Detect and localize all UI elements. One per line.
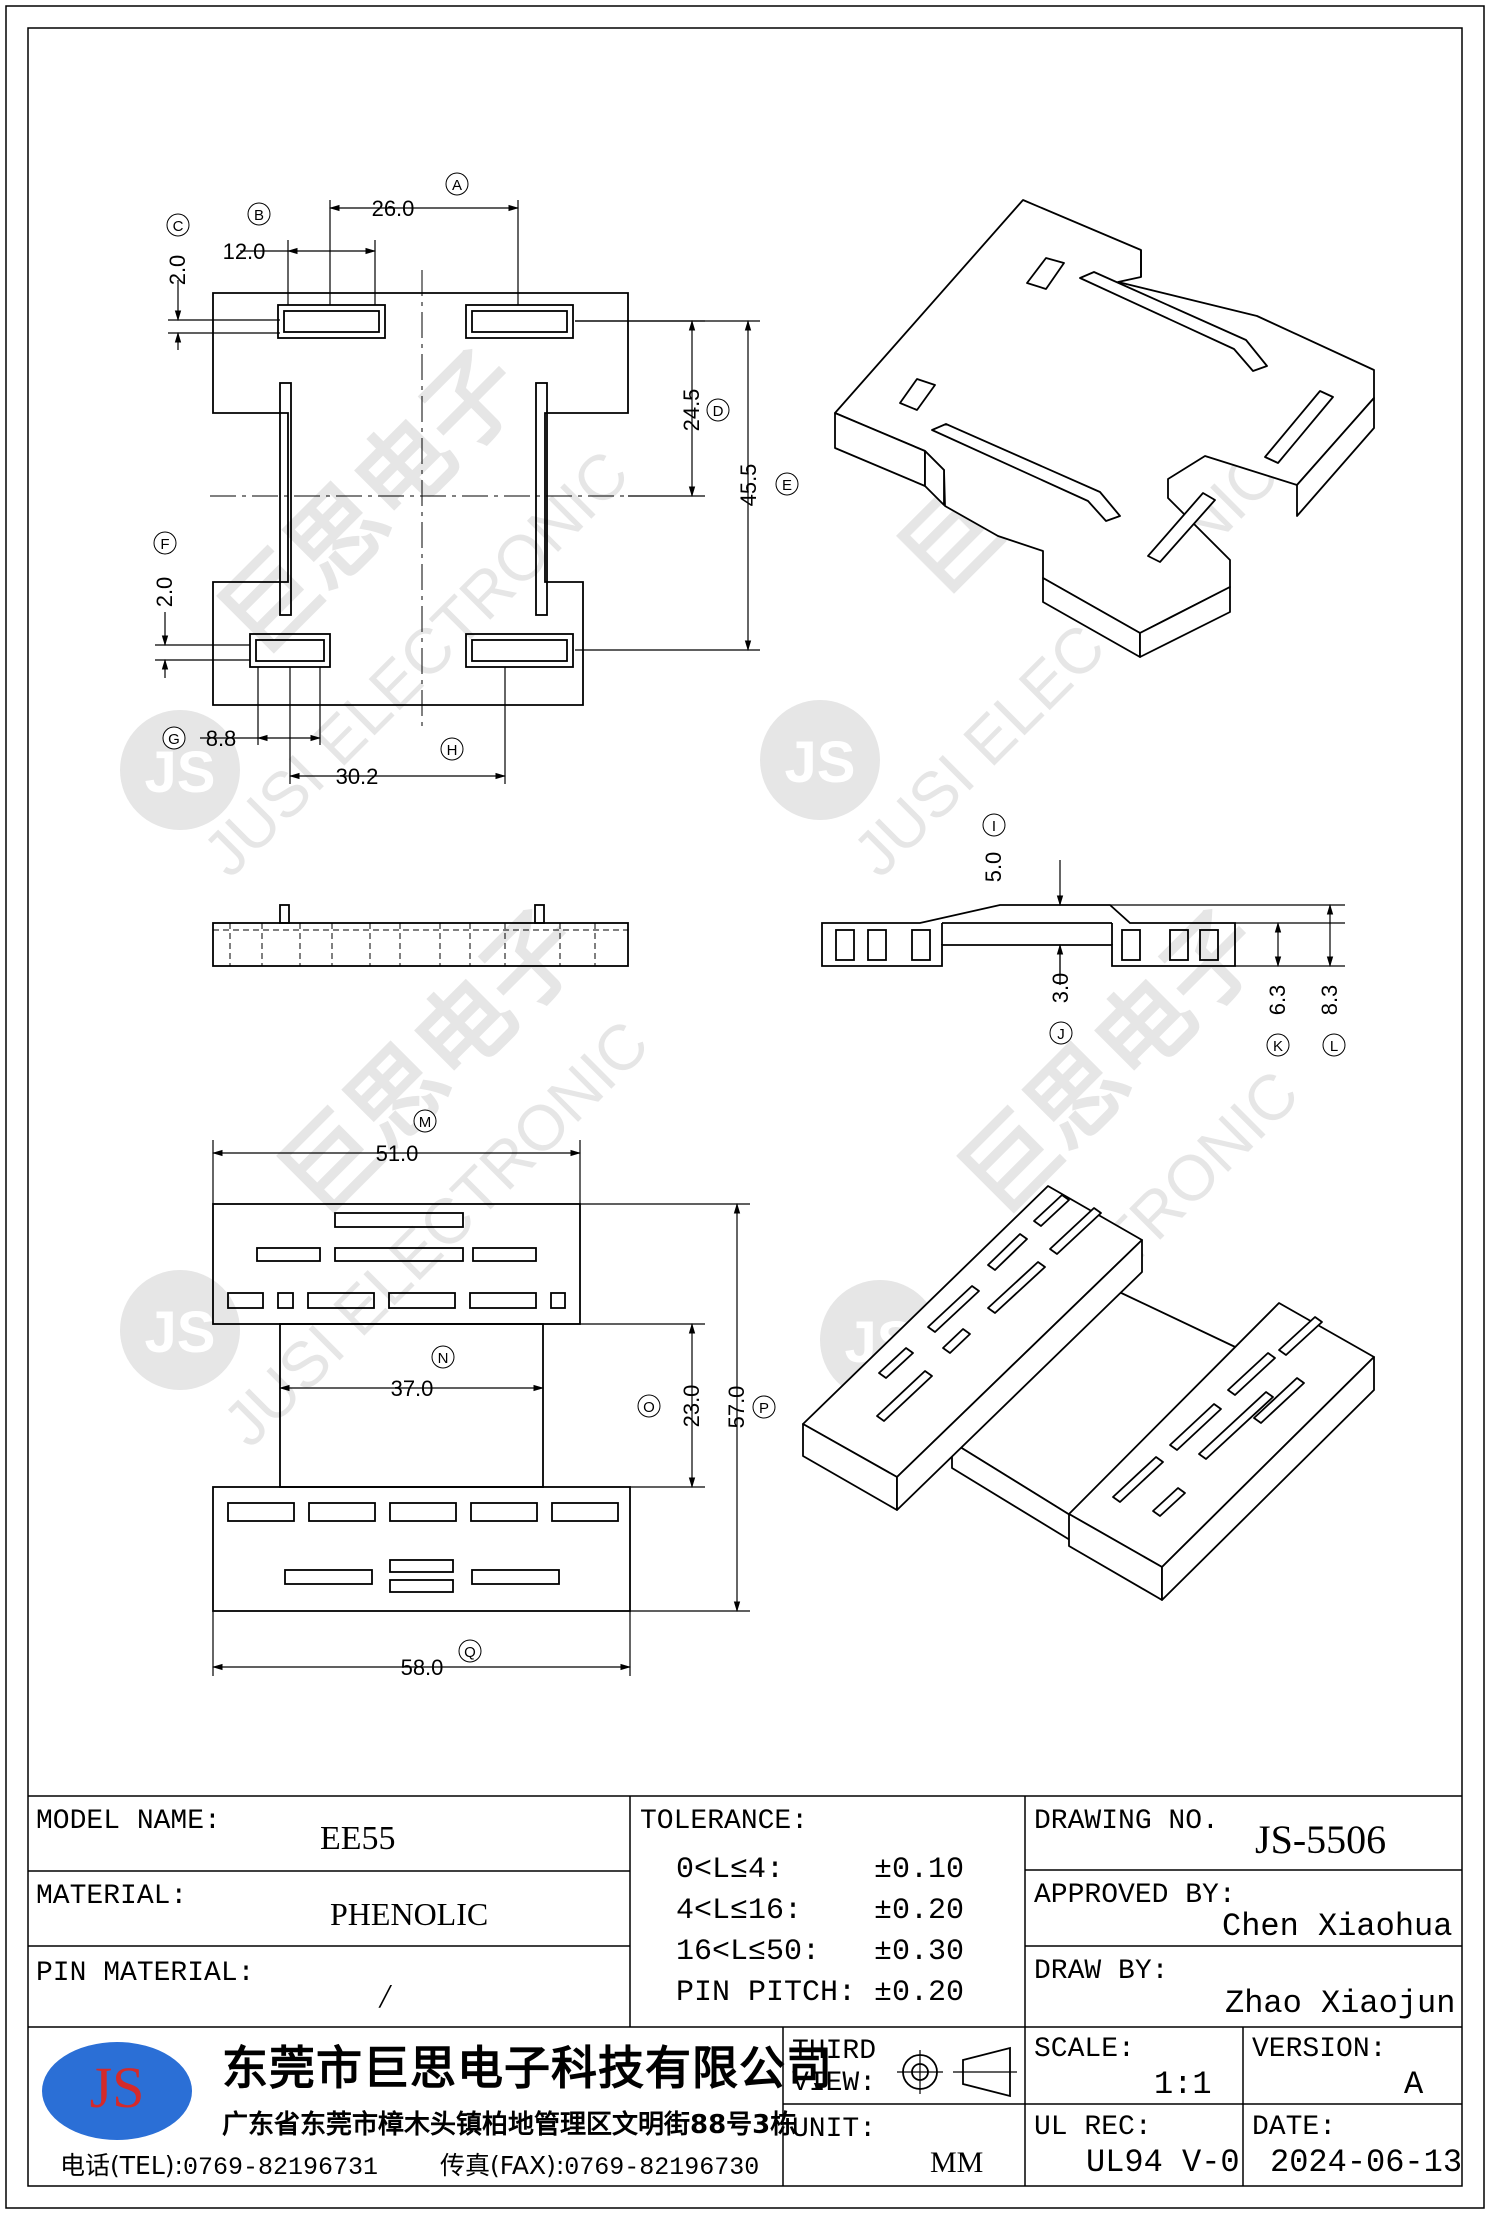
bottom-view-flange-bottom	[212, 1486, 631, 1612]
watermark-logo-circle	[120, 1270, 240, 1390]
watermark-logo-text: JS	[145, 740, 216, 805]
side-view-dimensions	[1056, 860, 1345, 985]
side-view-left	[212, 904, 629, 967]
side-view-outline	[212, 922, 629, 967]
dim-value-e: 45.5	[736, 464, 761, 507]
watermark-logo-text: JS	[145, 1300, 216, 1365]
watermark-company-text: 巨思电子	[260, 891, 604, 1235]
dim-label-p: P	[759, 1400, 769, 1417]
bottom-view	[212, 1203, 631, 1612]
dim-value-h: 30.2	[336, 764, 379, 789]
dim-value-a: 26.0	[372, 196, 415, 221]
dim-label-f: F	[160, 536, 169, 553]
dim-value-i: 5.0	[981, 852, 1006, 883]
dim-label-n: N	[438, 1350, 449, 1367]
inner-border	[27, 27, 1463, 2187]
watermark-logo-text: JS	[785, 730, 856, 795]
side-pin	[279, 904, 290, 924]
outer-border	[5, 5, 1485, 2209]
dim-label-k: K	[1273, 1038, 1283, 1055]
watermark-logo-circle	[760, 700, 880, 820]
dim-value-f: 2.0	[152, 577, 177, 608]
pin-slot	[277, 304, 386, 339]
isometric-view-1	[834, 199, 1375, 658]
iso-rail	[931, 423, 1121, 522]
dim-value-q: 58.0	[401, 1655, 444, 1680]
dim-label-c: C	[173, 218, 184, 235]
iso-slot	[1026, 257, 1065, 290]
iso-rail	[1079, 271, 1268, 372]
iso-top-face	[834, 199, 1375, 634]
pin-slot	[283, 310, 380, 333]
iso-slot	[899, 378, 936, 411]
dim-value-p: 57.0	[724, 1386, 749, 1429]
side-view-dim-labels: 5.0 I 3.0 J 6.3 K 8.3 L	[981, 813, 1346, 1057]
pin-slot	[465, 304, 574, 339]
iso-front-face	[924, 450, 945, 506]
top-view-dim-labels: 26.0 A 12.0 B 2.0 C 24.5 D 45.5 E 2.0 F …	[152, 172, 799, 789]
dim-value-m: 51.0	[376, 1141, 419, 1166]
iso-right-face	[1296, 397, 1375, 517]
pin-slot	[465, 633, 574, 668]
dim-label-g: G	[168, 731, 180, 748]
dim-label-a: A	[452, 177, 462, 194]
side-pin	[534, 904, 545, 924]
dim-value-n: 37.0	[391, 1376, 434, 1401]
rail	[279, 382, 292, 616]
top-view-dimensions	[155, 200, 760, 784]
iso-slot	[1147, 492, 1216, 563]
dim-label-q: Q	[464, 1644, 476, 1661]
dim-value-k: 6.3	[1265, 985, 1290, 1016]
bottom-view-dim-labels: 51.0 M 37.0 N 23.0 O 57.0 P 58.0 Q	[376, 1109, 776, 1680]
dim-label-b: B	[254, 207, 264, 224]
dim-label-h: H	[447, 742, 458, 759]
dim-label-j: J	[1057, 1026, 1065, 1043]
pin-slot	[471, 310, 568, 333]
pin-slot	[471, 639, 568, 662]
bottom-view-dimensions	[211, 1140, 750, 1676]
dim-label-i: I	[992, 818, 996, 835]
dim-value-g: 8.8	[206, 726, 237, 751]
top-view	[210, 270, 692, 728]
dim-label-l: L	[1330, 1038, 1338, 1055]
iso2-flange-side	[1161, 1356, 1375, 1601]
dim-label-o: O	[643, 1399, 655, 1416]
pin-slot	[255, 639, 325, 662]
dim-value-j: 3.0	[1048, 973, 1073, 1004]
dim-value-d: 24.5	[679, 389, 704, 432]
dim-value-b: 12.0	[223, 239, 266, 264]
dim-value-l: 8.3	[1317, 985, 1342, 1016]
title-block-grid	[28, 1795, 1462, 2186]
iso-slot	[1264, 390, 1334, 464]
dim-label-e: E	[782, 477, 792, 494]
iso-right-face	[1139, 586, 1231, 658]
dim-value-o: 23.0	[679, 1385, 704, 1428]
dim-value-c: 2.0	[165, 255, 190, 286]
dim-label-d: D	[713, 403, 724, 420]
dim-label-m: M	[419, 1114, 432, 1131]
top-view-outline	[212, 292, 629, 706]
iso2-flange-side	[896, 1239, 1143, 1511]
isometric-view-2	[802, 1185, 1375, 1601]
rail	[535, 382, 548, 616]
watermark-logo-circle	[120, 710, 240, 830]
